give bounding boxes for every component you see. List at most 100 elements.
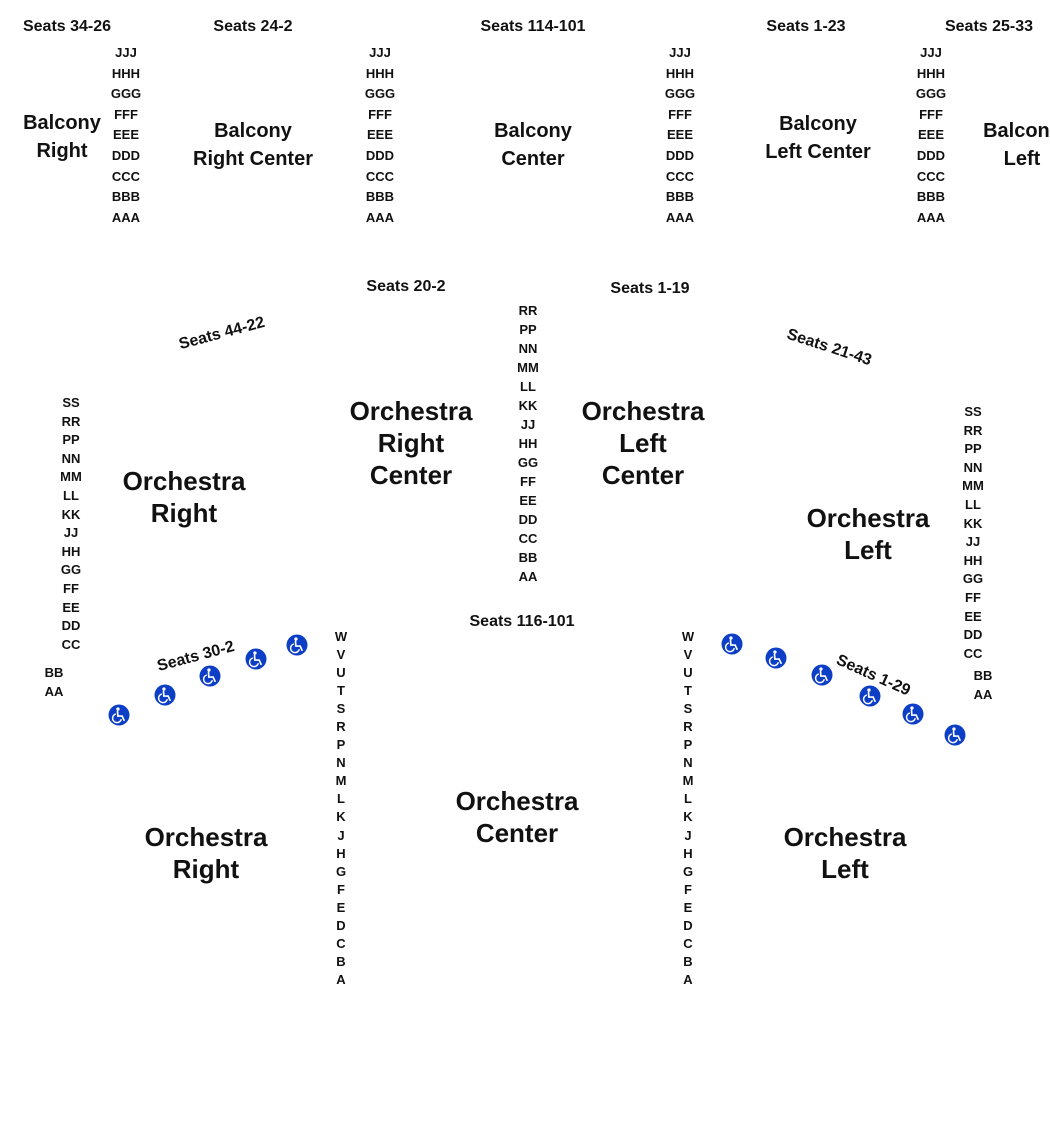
row-label: FF [965, 589, 981, 605]
row-label: HHH [111, 65, 141, 81]
row-label: PP [964, 441, 982, 457]
wheelchair-icon[interactable] [765, 647, 787, 669]
row-label: G [682, 863, 694, 879]
row-label: S [336, 701, 346, 717]
row-label: JJJ [369, 45, 391, 60]
row-label: RR [518, 303, 538, 318]
row-label: F [684, 881, 692, 897]
wheelchair-icon[interactable] [199, 665, 221, 687]
row-label: DDD [365, 147, 395, 163]
row-label: CCC [365, 168, 395, 184]
wheelchair-icon[interactable] [811, 664, 833, 686]
section-title: Left Center [765, 141, 871, 163]
row-label: EE [964, 608, 982, 624]
row-label: C [683, 935, 693, 951]
row-label: EEE [666, 127, 693, 143]
wheelchair-icon[interactable] [902, 703, 924, 725]
row-labels-orchestra-left-front: BB AA [974, 666, 993, 704]
row-label: H [336, 845, 346, 861]
row-label: HH [518, 436, 538, 451]
row-label: GG [517, 455, 539, 470]
section-title: Right Center [193, 148, 313, 170]
row-label: BBB [916, 189, 946, 205]
wheelchair-icon[interactable] [108, 704, 130, 726]
section-title: Orchestra [783, 822, 907, 852]
row-label: K [683, 809, 693, 825]
row-label: KK [61, 506, 81, 522]
row-label: CCC [916, 168, 946, 184]
wheelchair-icon[interactable] [721, 633, 743, 655]
row-label: AA [973, 687, 993, 702]
row-label: LL [520, 379, 536, 394]
row-label: BBB [111, 189, 141, 205]
row-label: BB [518, 550, 538, 565]
row-label: N [336, 755, 346, 771]
row-label: DDD [111, 147, 141, 163]
seat-range-label: Seats 25-33 [944, 18, 1034, 35]
row-label: JJ [63, 525, 79, 541]
row-label: SS [964, 404, 982, 419]
row-label: HH [61, 543, 81, 559]
row-label: FFF [114, 106, 138, 122]
row-label: CCC [665, 168, 695, 184]
row-label: B [683, 953, 693, 969]
row-label: HHH [665, 65, 695, 81]
row-label: E [683, 899, 693, 915]
row-label: AA [518, 569, 538, 584]
section-title: Right [172, 854, 240, 884]
wheelchair-icon[interactable] [944, 724, 966, 746]
row-label: CC [61, 636, 81, 652]
row-label: AAA [365, 209, 395, 225]
row-label: DD [963, 627, 983, 643]
row-label: DD [61, 618, 81, 634]
row-label: RR [963, 422, 983, 438]
section-title: Left [619, 428, 667, 458]
seat-range-label: Seats 116-101 [469, 613, 575, 630]
row-label: N [683, 755, 693, 771]
wheelchair-icon[interactable] [245, 648, 267, 670]
section-title: Orchestra [455, 786, 579, 816]
section-title: Center [369, 460, 453, 490]
row-label: NN [518, 341, 538, 356]
section-title: Right [150, 498, 218, 528]
section-title: Orchestra [581, 396, 705, 426]
row-label: F [337, 881, 345, 897]
row-label: U [336, 665, 346, 681]
row-label: GGG [915, 86, 947, 102]
row-label: DDD [916, 147, 946, 163]
row-label: JJJ [920, 45, 942, 60]
seat-range-label: Seats 1-19 [610, 280, 690, 297]
seat-range-label: Seats 24-2 [213, 18, 293, 35]
wheelchair-icon[interactable] [859, 685, 881, 707]
row-label: M [682, 773, 694, 789]
row-label: D [683, 917, 693, 933]
row-label: AAA [111, 209, 141, 225]
section-title: Left [821, 854, 869, 884]
section-title: Center [501, 148, 565, 170]
seat-range-label: Seats 1-23 [766, 18, 846, 35]
row-label: BB [973, 668, 993, 683]
section-title: Orchestra [122, 466, 246, 496]
row-label: J [337, 827, 345, 843]
wheelchair-icon[interactable] [286, 634, 308, 656]
row-label: P [683, 737, 693, 753]
wheelchair-icon[interactable] [154, 684, 176, 706]
section-title: Balcony [214, 120, 292, 142]
row-label: H [683, 845, 693, 861]
